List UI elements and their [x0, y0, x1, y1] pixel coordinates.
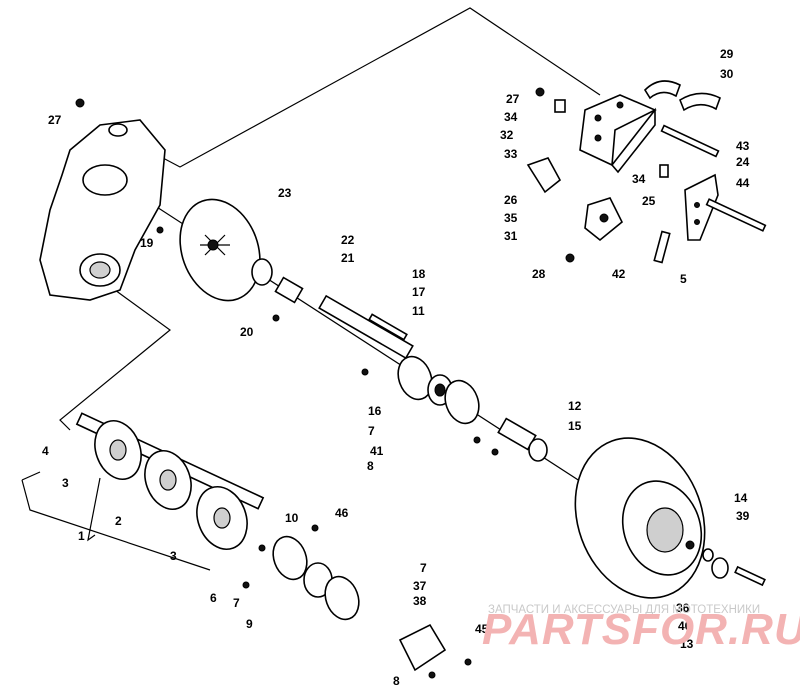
part-label-l36: 36 — [676, 601, 690, 615]
small-hardware — [75, 87, 669, 532]
part-label-l7b: 7 — [368, 424, 375, 438]
part-label-l28: 28 — [532, 267, 546, 281]
part-label-l2: 2 — [115, 514, 122, 528]
watermark-brand: PARTSFOR.RU — [482, 605, 800, 654]
part-label-l17: 17 — [412, 285, 426, 299]
part-label-l29: 29 — [720, 47, 734, 61]
part-label-l19: 19 — [140, 236, 154, 250]
part-label-l44: 44 — [736, 176, 750, 190]
part-label-l21: 21 — [341, 251, 355, 265]
clutch-bolt — [702, 548, 766, 587]
part-label-l38: 38 — [413, 594, 427, 608]
part-label-l30: 30 — [720, 67, 734, 81]
part-label-l40: 40 — [678, 619, 692, 633]
part-label-l33: 33 — [504, 147, 518, 161]
part-label-l39: 39 — [736, 509, 750, 523]
bracket-caps — [643, 80, 721, 112]
part-label-l3a: 3 — [62, 476, 69, 490]
part-label-l14: 14 — [734, 491, 748, 505]
part-label-l3b: 3 — [170, 549, 177, 563]
part-label-l27a: 27 — [48, 113, 62, 127]
part-label-l10: 10 — [285, 511, 299, 525]
side-plate — [660, 124, 767, 241]
bearing-flange — [361, 355, 499, 456]
part-label-l42: 42 — [612, 267, 626, 281]
part-label-l15: 15 — [568, 419, 582, 433]
part-label-l45: 45 — [475, 622, 489, 636]
part-label-l7a: 7 — [233, 596, 240, 610]
part-label-l8a: 8 — [367, 459, 374, 473]
part-label-l13: 13 — [680, 637, 694, 651]
part-label-l32: 32 — [500, 128, 514, 142]
part-label-l35: 35 — [504, 211, 518, 225]
part-label-l18: 18 — [412, 267, 426, 281]
part-label-l23: 23 — [278, 186, 292, 200]
lower-bearing-flange — [242, 535, 360, 621]
part-label-l8b: 8 — [393, 674, 400, 688]
part-label-l11: 11 — [412, 304, 425, 318]
part-label-l41: 41 — [370, 444, 384, 458]
part-label-l7c: 7 — [420, 561, 427, 575]
part-label-l6: 6 — [210, 591, 217, 605]
part-label-l43: 43 — [736, 139, 750, 153]
spacer-sleeve — [497, 417, 548, 462]
jackshaft — [318, 294, 414, 360]
part-label-l4: 4 — [42, 444, 49, 458]
part-label-l5: 5 — [680, 272, 687, 286]
part-label-l12: 12 — [568, 399, 582, 413]
part-label-l34b: 34 — [632, 172, 646, 186]
part-label-l9: 9 — [246, 617, 253, 631]
bearing-cap — [398, 623, 472, 679]
part-label-l34a: 34 — [504, 110, 518, 124]
drive-shaft-assembly — [75, 412, 265, 550]
driven-clutch — [574, 437, 706, 599]
chaincase-housing — [39, 119, 166, 301]
brake-caliper — [526, 157, 671, 264]
part-label-l16: 16 — [368, 404, 382, 418]
part-label-l22: 22 — [341, 233, 355, 247]
part-label-l1: 1 — [78, 529, 85, 543]
brake-disc — [179, 198, 261, 302]
part-label-l27b: 27 — [506, 92, 520, 106]
part-label-l37: 37 — [413, 579, 427, 593]
watermark-caption: ЗАПЧАСТИ И АКСЕССУАРЫ ДЛЯ МОТОТЕХНИКИ — [488, 604, 760, 616]
part-label-l25: 25 — [642, 194, 656, 208]
part-label-l26: 26 — [504, 193, 518, 207]
disc-hub — [251, 258, 304, 304]
part-label-l31: 31 — [504, 229, 518, 243]
mount-bracket — [579, 94, 657, 174]
part-label-l20: 20 — [240, 325, 254, 339]
part-label-l46: 46 — [335, 506, 349, 520]
part-label-l24: 24 — [736, 155, 750, 169]
